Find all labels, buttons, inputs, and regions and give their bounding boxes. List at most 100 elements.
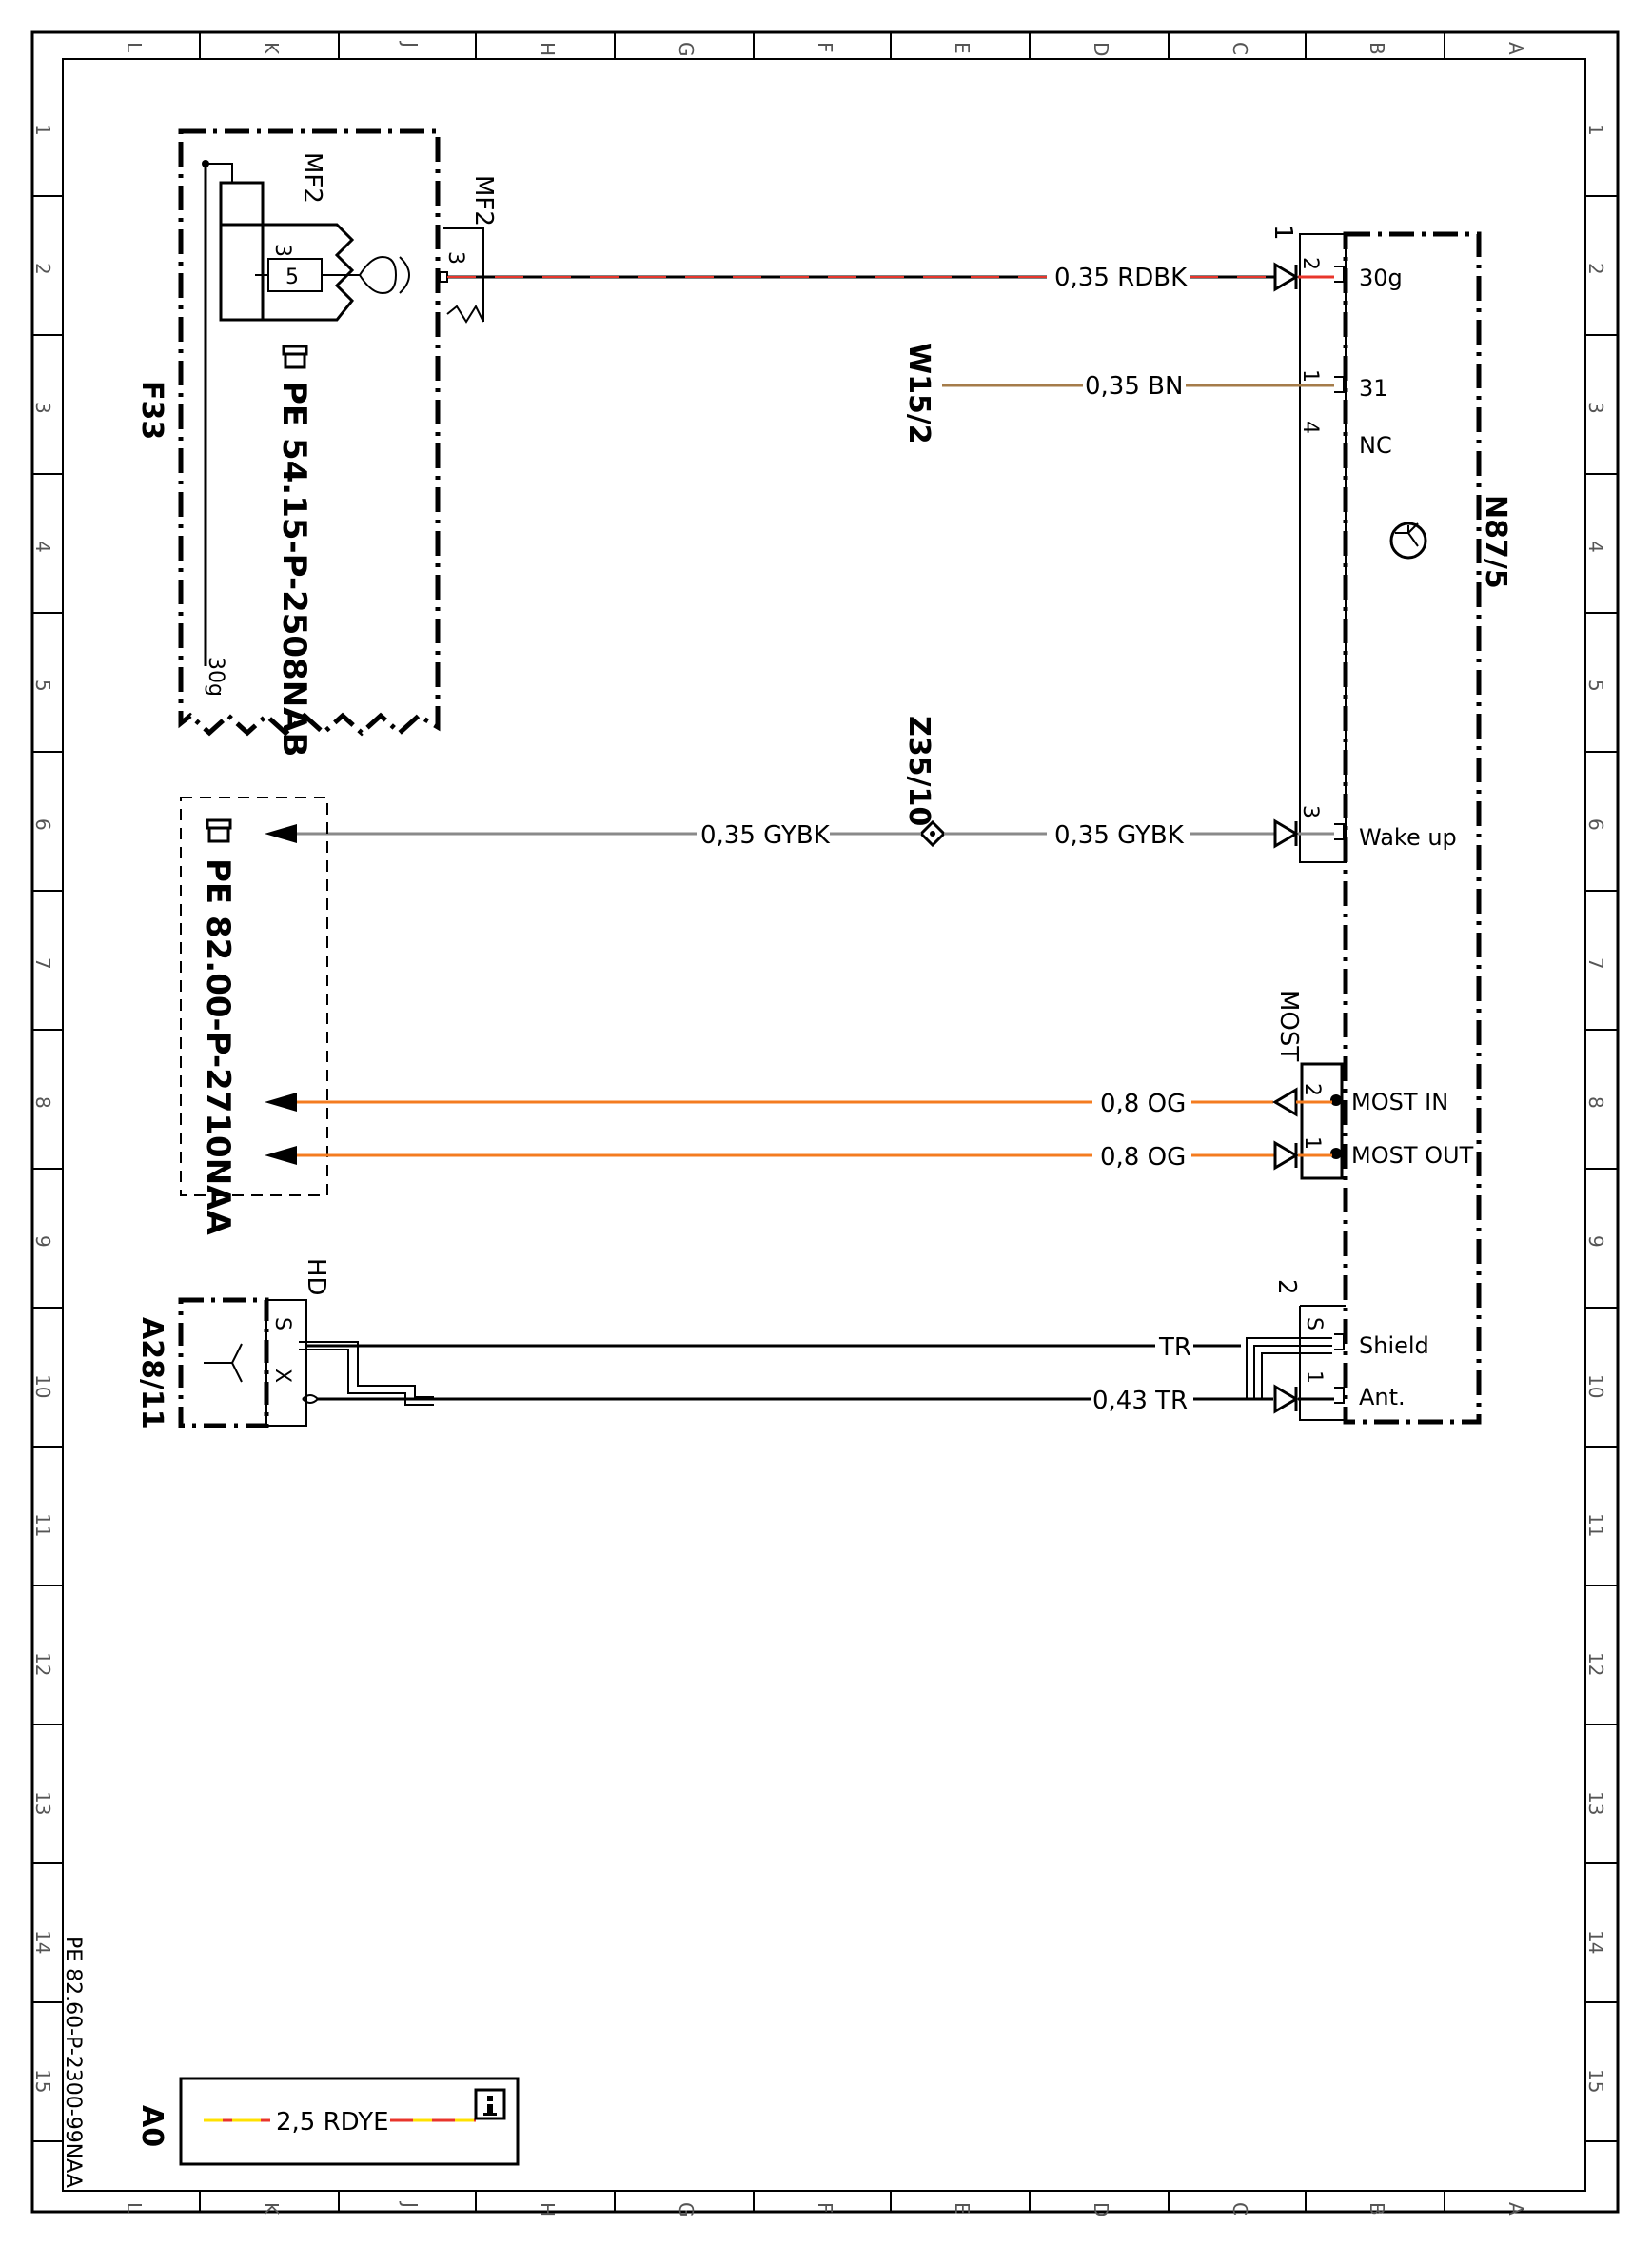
zone-columns: L K J H G F E D C B A L K J H G F E D C … [123,40,1527,2217]
component-z35-10: Z35/10 [902,716,947,848]
f33-term-label: 30g [204,657,227,697]
n87-pin-num: S [1302,1317,1326,1330]
n87-pin-name: MOST OUT [1351,1142,1474,1169]
mf2-pin: 3 [443,251,467,265]
col-label: A [1504,42,1527,55]
wire-wake-left[interactable]: 0,35 GYBK [265,821,921,850]
row-label: 1 [1584,124,1607,136]
row-label: 11 [31,1513,54,1537]
row-label: 8 [1584,1096,1607,1109]
wire-antenna[interactable]: 0,43 TR [302,1384,1334,1415]
row-label: 4 [31,541,54,553]
row-label: 9 [31,1235,54,1248]
zone-rows: 1 2 3 4 5 6 7 8 9 10 11 12 13 14 15 1 2 … [31,124,1607,2093]
component-w15-2: W15/2 [902,343,935,444]
n87-conn-1: 1 [1268,225,1297,241]
a28-pin-x: X [270,1369,294,1383]
row-label: 7 [1584,957,1607,970]
n87-pin-num: 2 [1300,1083,1324,1096]
n87-conn-2: 2 [1272,1279,1301,1295]
row-label: 14 [1584,1930,1607,1954]
n87-pin-num: 1 [1302,1370,1326,1384]
row-label: 6 [31,818,54,831]
row-label: 3 [1584,402,1607,414]
col-label: G [675,2202,698,2217]
n87-pin-num: 3 [1298,805,1322,818]
mf2-label: MF2 [469,175,498,227]
wire-most-out[interactable]: 0,8 OG [265,1140,1332,1172]
wire-label: 0,35 RDBK [1054,264,1188,292]
row-label: 10 [31,1374,54,1398]
row-label: 13 [31,1791,54,1815]
col-label: L [123,42,146,53]
component-f33: 3 5 MF2 30g F33 PE 54.15-P-2508NAB [135,128,441,757]
wire-label: 0,35 GYBK [1054,821,1185,850]
row-label: 9 [1584,1235,1607,1248]
wire-most-in[interactable]: 0,8 OG [265,1087,1332,1118]
row-label: 10 [1584,1374,1607,1398]
row-label: 7 [31,957,54,970]
row-label: 11 [1584,1513,1607,1537]
col-label: D [1090,2202,1112,2216]
row-label: 8 [31,1096,54,1109]
col-label: C [1229,2202,1251,2216]
legend-a0: A0 2,5 RDYE [135,2077,520,2166]
row-label: 15 [31,2069,54,2093]
wire-label: TR [1158,1333,1191,1362]
n87-5-code: N87/5 [1479,495,1512,589]
n87-pin-name: Wake up [1359,824,1457,851]
row-label: 3 [31,402,54,414]
component-a28-11: A28/11 HD S X [135,1258,330,1429]
col-label: G [675,42,698,57]
wire-31[interactable]: 0,35 BN [942,372,1334,401]
n87-pin-name: NC [1359,432,1392,459]
component-mf2: MF2 3 [439,175,498,324]
col-label: F [814,42,836,53]
info-icon[interactable] [474,2088,506,2120]
wire-label: 0,35 GYBK [700,821,831,850]
component-n87-5: 1 2 N87/5 MOST 2 30g 1 31 4 NC 3 Wake up… [1268,225,1512,1425]
a28-pin-s: S [270,1317,294,1330]
n87-pin-name: 31 [1359,375,1388,402]
col-label: F [814,2202,836,2214]
col-label: B [1366,2202,1388,2216]
col-label: C [1229,42,1251,55]
col-label: A [1504,2202,1527,2216]
f33-connector-label: MF2 [298,152,326,204]
row-label: 12 [31,1652,54,1676]
z35-10-code: Z35/10 [902,716,935,826]
row-label: 14 [31,1930,54,1954]
n87-most-label: MOST [1274,990,1303,1061]
col-label: K [260,2202,283,2216]
row-label: 2 [31,263,54,275]
n87-pin-num: 1 [1298,369,1322,383]
wire-shield[interactable]: TR [299,1333,1332,1406]
n87-pin-name: 30g [1359,265,1403,291]
n87-pin-num: 2 [1298,257,1322,270]
col-label: E [951,2202,974,2215]
a0-code: A0 [135,2105,168,2147]
w15-2-code: W15/2 [902,343,935,444]
f33-pin-a: 3 [270,244,294,257]
col-label: J [399,40,422,48]
hand-pointer-icon [206,818,232,843]
col-label: K [260,42,283,55]
row-label: 5 [1584,680,1607,692]
reference-box-pe82: PE 82.00-P-2710NAA [180,797,328,1235]
hand-pointer-icon [282,345,308,369]
f33-reference[interactable]: PE 54.15-P-2508NAB [275,381,313,757]
row-label: 4 [1584,541,1607,553]
n87-pin-name: Shield [1359,1332,1429,1359]
col-label: D [1090,42,1112,56]
row-label: 13 [1584,1791,1607,1815]
document-reference: PE 82.60-P-2300-99NAA [61,1936,85,2188]
wire-30g[interactable]: 0,35 RDBK [447,262,1334,292]
col-label: H [536,2202,559,2216]
pe82-reference[interactable]: PE 82.00-P-2710NAA [199,858,237,1235]
wire-wake-right[interactable]: 0,35 GYBK [944,818,1334,850]
a28-11-code: A28/11 [135,1317,168,1429]
row-label: 6 [1584,818,1607,831]
a28-connector-label: HD [302,1258,330,1296]
n87-pin-name: MOST IN [1351,1089,1448,1115]
